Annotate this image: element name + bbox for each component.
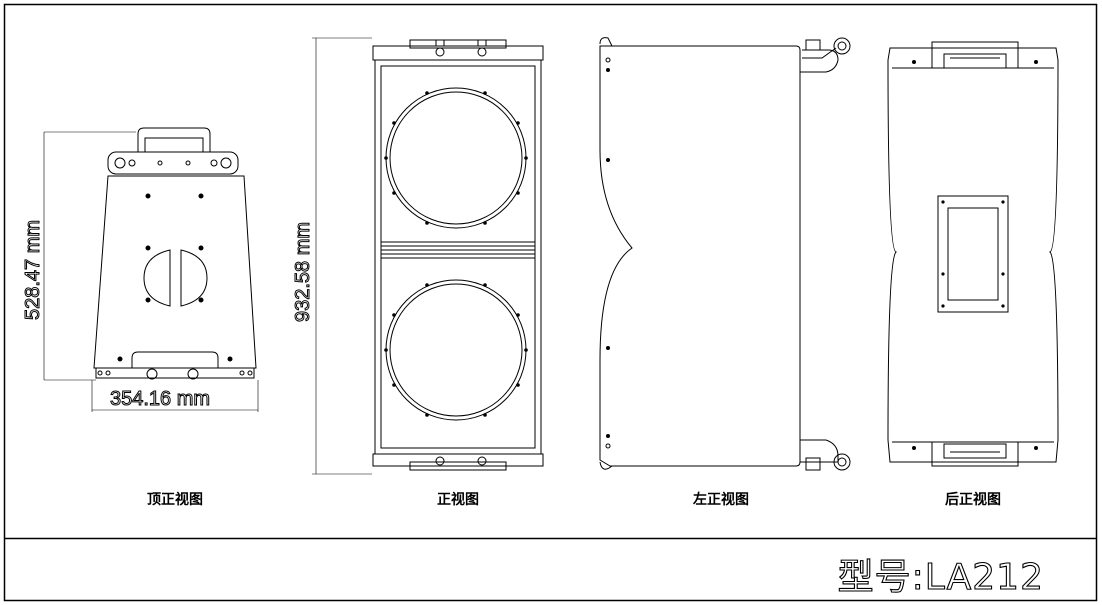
top-view-width-dim: 354.16 mm (109, 388, 211, 411)
front-view-height-dim: 932.58 mm (292, 221, 315, 322)
front-view-drawing (312, 37, 544, 475)
rear-view-drawing (887, 41, 1059, 467)
rear-view-label: 后正视图 (945, 492, 1001, 508)
top-view-label: 顶正视图 (147, 492, 203, 508)
top-view-height-dim: 528.47 mm (22, 219, 45, 320)
left-view-drawing (599, 37, 851, 471)
model-number: 型号:LA212 (837, 556, 1044, 598)
sheet-border (3, 3, 1098, 602)
top-view-drawing (43, 127, 259, 412)
left-view-label: 左正视图 (693, 492, 749, 508)
front-view-label: 正视图 (437, 492, 479, 508)
